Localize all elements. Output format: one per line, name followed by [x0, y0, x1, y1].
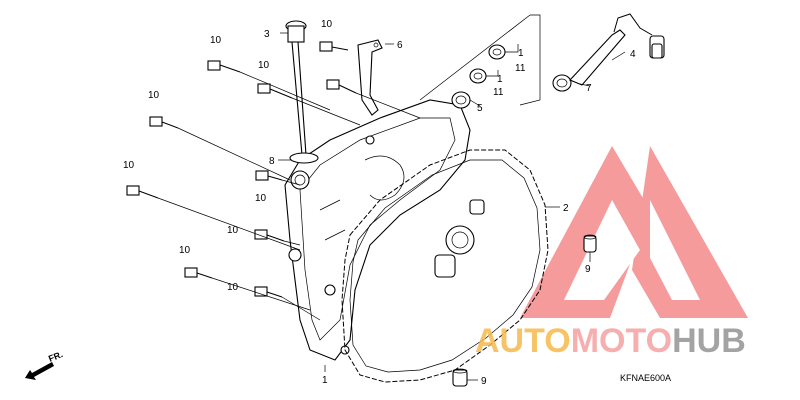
callout-seal-1a: 1: [518, 48, 524, 59]
bolt-10-g-icon: [126, 185, 159, 199]
callout-bolt-10-d: 10: [148, 90, 160, 101]
watermark-auto: AUTO: [475, 322, 571, 360]
callout-gasket-2: 2: [563, 203, 569, 214]
oil-filler-cap: [285, 20, 319, 164]
bolt-10-f-icon: [255, 170, 283, 181]
bolt-10-e-icon: [149, 116, 179, 129]
callout-bolt-10-c: 10: [258, 60, 270, 71]
callout-cover-1: 1: [322, 375, 328, 386]
callout-bolt-10-g: 10: [227, 225, 239, 236]
callout-seal-11a: 11: [515, 63, 526, 74]
bolt-10-a-icon: [207, 60, 241, 73]
callout-bolt-10-a: 10: [210, 35, 222, 46]
callout-seal-1b: 1: [497, 74, 503, 85]
callout-cable-4: 4: [630, 49, 636, 60]
cable-assembly: [569, 13, 665, 86]
callout-bracket-6: 6: [397, 40, 403, 51]
callout-seal-11b: 11: [493, 87, 504, 98]
watermark-wordmark: AUTOMOTOHUB: [475, 322, 746, 360]
dowel-pins: [452, 234, 597, 387]
callout-bolt-10-i: 10: [227, 282, 239, 293]
bolts: [126, 41, 357, 298]
callout-dowel-9b: 9: [481, 376, 487, 387]
leader-lines: [157, 14, 626, 381]
bolt-10-b-icon: [319, 41, 349, 52]
bolt-10-c-icon: [257, 83, 293, 99]
callout-seal-5: 5: [477, 103, 483, 114]
callout-bolt-10-b: 10: [321, 19, 333, 30]
drawing-code: KFNAE600A: [620, 373, 671, 383]
watermark-hub: HUB: [672, 322, 746, 360]
callout-bolt-10-e: 10: [123, 160, 135, 171]
forward-arrow-icon: [25, 362, 54, 380]
bolt-10-i-icon: [184, 267, 213, 279]
gasket: [341, 149, 549, 383]
watermark-logo: [520, 146, 748, 318]
watermark-moto: MOTO: [571, 322, 672, 360]
callout-bolt-10-h: 10: [179, 245, 191, 256]
callout-cap-3: 3: [264, 29, 270, 40]
bolt-10-h-icon: [254, 229, 285, 242]
callout-labels: 10 10 10 10 10 10 10 10 10 3 8 6 1 11 1 …: [123, 19, 636, 387]
crankcase-cover: [284, 99, 471, 361]
callout-seal-7: 7: [586, 83, 592, 94]
bolt-10-d-icon: [326, 79, 357, 94]
oil-seals: [451, 44, 572, 109]
bracket: [357, 39, 383, 116]
forward-direction-label: FR.: [47, 349, 64, 364]
callout-dowel-9a: 9: [585, 264, 591, 275]
svg-text:AUTOMOTOHUB: AUTOMOTOHUB: [475, 322, 746, 360]
callout-bolt-10-f: 10: [255, 193, 267, 204]
bolt-10-j-icon: [254, 286, 283, 298]
callout-oring-8: 8: [269, 156, 275, 167]
